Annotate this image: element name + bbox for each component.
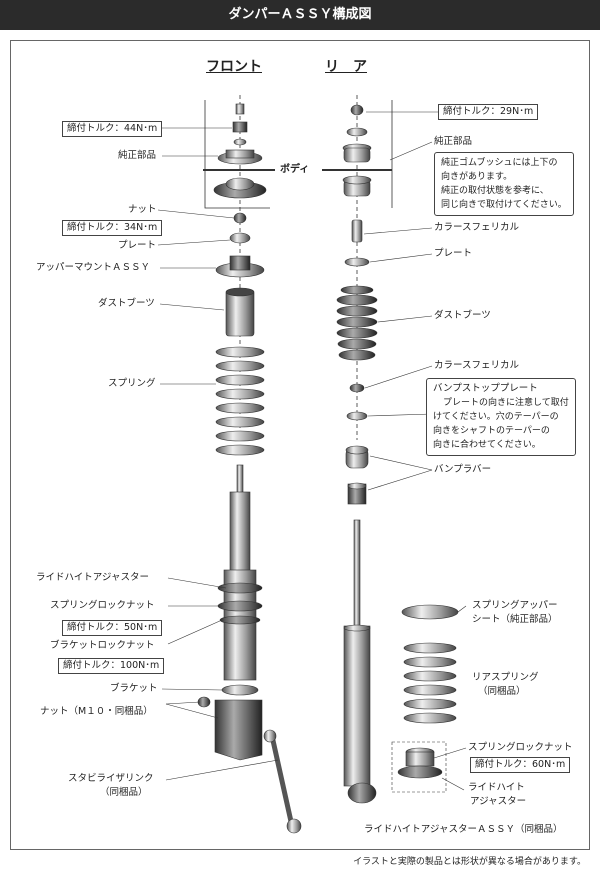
front-torque-100: 締付トルク：100N･m	[58, 658, 165, 674]
rear-plate-note-line: 向きをシャフトのテーパーの	[433, 426, 550, 436]
rear-ride-height-assy	[391, 741, 447, 793]
rear-spring-lock-nut-label: スプリングロックナット	[468, 742, 573, 753]
rear-collar-spherical-label-2: カラースフェリカル	[434, 360, 520, 371]
front-dust-boot-label: ダストブーツ	[98, 298, 155, 309]
rear-plate-note-line: けてください。穴のテーパーの	[433, 412, 559, 422]
body-label: ボディ	[280, 164, 310, 175]
front-upper-mount-label: アッパーマウントＡＳＳＹ	[36, 262, 151, 273]
rear-bush-note: 純正ゴムブッシュには上下の 向きがあります。 純正の取付状態を参考に、 同じ向き…	[434, 152, 574, 216]
diagram-frame	[10, 40, 590, 850]
front-torque-44: 締付トルク：44N･m	[62, 121, 163, 137]
front-nut-m10-label: ナット（M１０・同梱品）	[40, 706, 153, 717]
rear-ride-height-adjuster-sub: アジャスター	[470, 796, 527, 807]
rear-spring-upper-seat-sub: シート（純正部品）	[472, 614, 558, 625]
rear-spring-label: リアスプリング	[472, 672, 539, 683]
front-spring	[215, 346, 265, 456]
rear-torque-29: 締付トルク：29N･m	[438, 104, 539, 120]
front-ride-height-adjuster-label: ライドハイトアジャスター	[36, 572, 149, 583]
section-front: フロント	[206, 59, 262, 75]
rear-bump-stop-plate-note: バンプストッププレート プレートの向きに注意して取付 けてください。穴のテーパー…	[426, 378, 576, 456]
rear-bush-note-line: 同じ向きで取付けてください。	[441, 200, 567, 210]
rear-ride-height-assy-label: ライドハイトアジャスターＡＳＳＹ（同梱品）	[364, 824, 563, 835]
rear-spring	[401, 604, 459, 724]
rear-dust-boot	[336, 285, 378, 361]
rear-bump-rubber-label: バンプラバー	[434, 464, 492, 475]
rear-bush-note-line: 純正の取付状態を参考に、	[441, 186, 549, 196]
front-nut-label: ナット	[128, 204, 157, 215]
rear-collar-spherical-label-1: カラースフェリカル	[434, 222, 520, 233]
front-damper	[197, 464, 302, 834]
rear-bush-note-line: 向きがあります。	[441, 172, 513, 182]
front-torque-50: 締付トルク：50N･m	[62, 620, 163, 636]
rear-spring-upper-seat-label: スプリングアッパー	[472, 600, 558, 611]
rear-damper	[343, 519, 377, 804]
page-title: ダンパーＡＳＳＹ構成図	[0, 0, 600, 30]
rear-bump-parts	[345, 383, 369, 505]
front-bracket-label: ブラケット	[110, 683, 158, 694]
rear-oem-parts-label: 純正部品	[434, 136, 473, 147]
rear-torque-60: 締付トルク：60N･m	[470, 757, 571, 773]
front-bracket-lock-nut-label: ブラケットロックナット	[50, 640, 155, 651]
rear-bush-note-line: 純正ゴムブッシュには上下の	[441, 158, 558, 168]
rear-bump-stop-plate-label: バンプストッププレート	[433, 383, 538, 394]
front-top-nut	[213, 103, 267, 337]
front-spring-lock-nut-label: スプリングロックナット	[50, 600, 155, 611]
front-torque-34: 締付トルク：34N･m	[62, 220, 163, 236]
rear-plate-note-line: プレートの向きに注意して取付	[443, 398, 569, 408]
rear-plate-label: プレート	[434, 248, 473, 259]
front-stabilizer-link-sub: （同梱品）	[100, 787, 148, 798]
rear-plate-note-line: 向きに合わせてください。	[433, 440, 541, 450]
front-oem-parts-label: 純正部品	[118, 150, 157, 161]
front-plate-label: プレート	[118, 240, 157, 251]
rear-ride-height-adjuster-label: ライドハイト	[468, 782, 525, 793]
rear-dust-boot-label: ダストブーツ	[434, 310, 491, 321]
front-stabilizer-link-label: スタビライザリンク	[68, 773, 154, 784]
front-spring-label: スプリング	[108, 378, 156, 389]
disclaimer-footer: イラストと実際の製品とは形状が異なる場合があります。	[353, 857, 586, 867]
rear-spring-sub: （同梱品）	[478, 686, 526, 697]
section-rear: リ ア	[325, 59, 367, 75]
rear-top-parts	[342, 104, 372, 267]
